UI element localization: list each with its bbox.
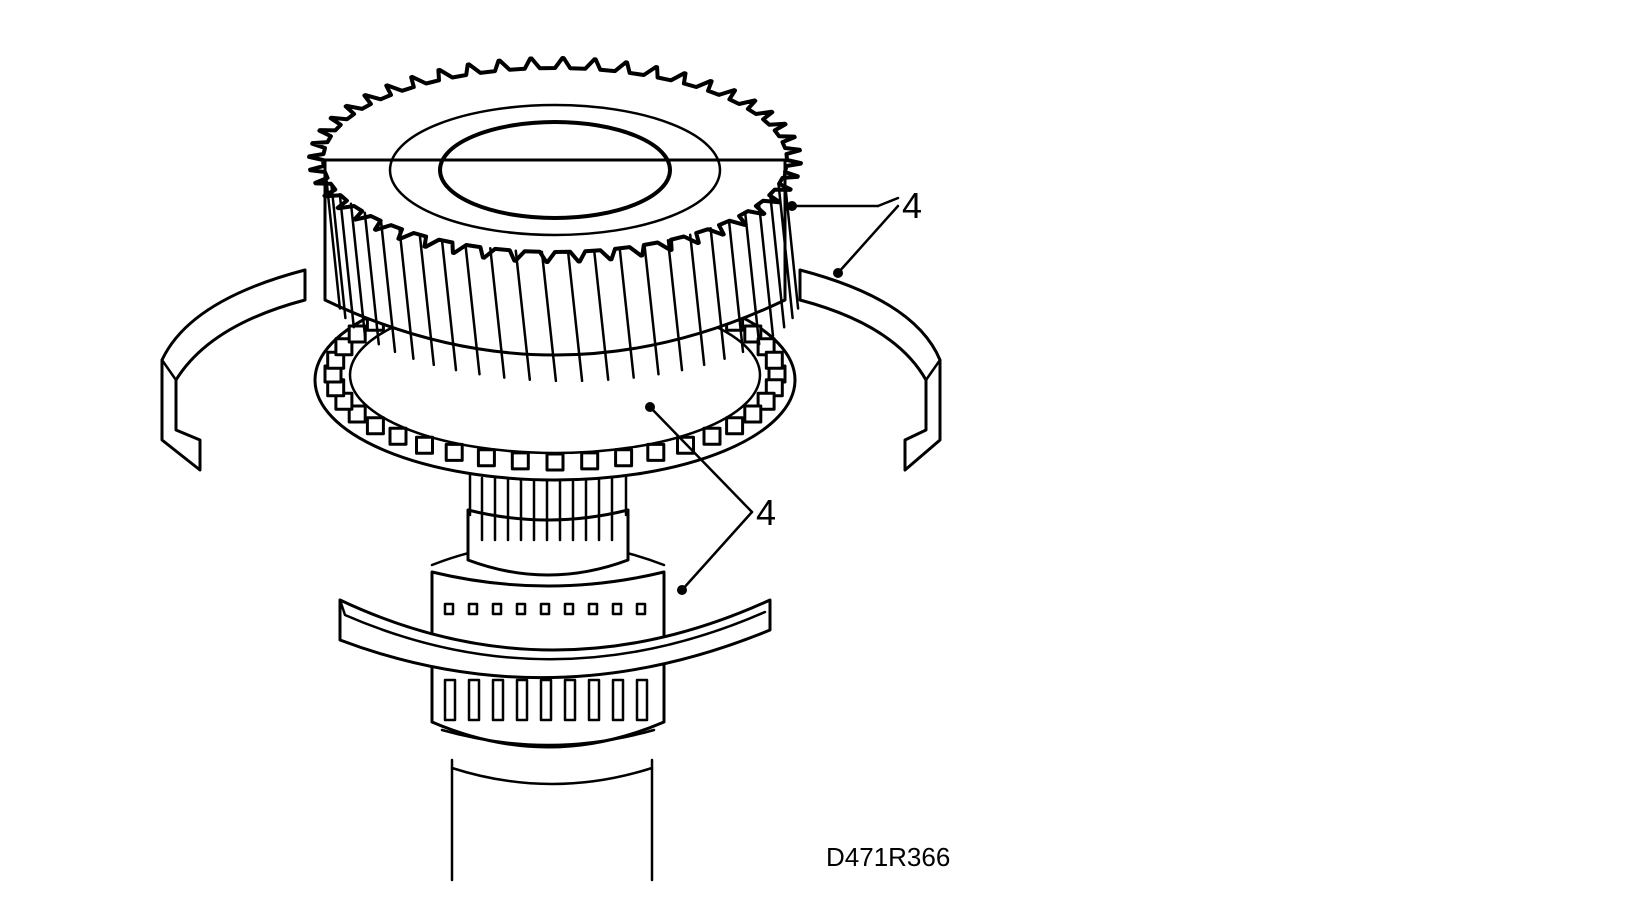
upper-snap-ring-half-left bbox=[160, 268, 307, 472]
bearing-roller-top bbox=[611, 602, 623, 616]
lower-snap-ring bbox=[338, 598, 772, 680]
bearing-roller-top bbox=[515, 602, 527, 616]
gear-tooth-line bbox=[688, 233, 706, 367]
bearing-roller bbox=[611, 678, 625, 722]
sync-tooth bbox=[476, 448, 496, 468]
gear-tooth-line bbox=[757, 202, 775, 338]
bearing-roller bbox=[563, 678, 577, 722]
bearing-roller-top bbox=[587, 602, 599, 616]
bearing-roller bbox=[587, 678, 601, 722]
sync-tooth bbox=[580, 451, 600, 471]
gear-tooth-line bbox=[464, 243, 481, 376]
gear-tooth-line bbox=[398, 226, 415, 361]
gear-tooth-line bbox=[330, 183, 347, 320]
gear-tooth-line bbox=[592, 249, 610, 382]
sync-tooth bbox=[334, 337, 354, 357]
gear-tooth-line bbox=[363, 211, 381, 346]
bearing-roller bbox=[515, 678, 529, 722]
sync-tooth bbox=[743, 404, 763, 424]
gear-tooth-line bbox=[709, 226, 726, 361]
bearing-roller-top bbox=[539, 602, 551, 616]
gear-tooth-line bbox=[768, 193, 786, 329]
gear-tooth-line bbox=[782, 173, 800, 310]
bearing-roller-top bbox=[443, 602, 455, 616]
sync-tooth bbox=[545, 452, 565, 472]
gear-tooth-line bbox=[777, 183, 794, 320]
helical-gear-teeth bbox=[324, 173, 800, 383]
gear-tooth-line bbox=[489, 247, 506, 379]
bearing-roller bbox=[443, 678, 457, 722]
callout-label-lower: 4 bbox=[756, 492, 776, 533]
gear-tooth-line bbox=[440, 239, 458, 372]
figure-code: D471R366 bbox=[826, 842, 950, 872]
gear-tooth-line bbox=[727, 219, 745, 354]
gear-tooth-line bbox=[643, 243, 660, 376]
gear-tooth-line bbox=[514, 249, 532, 382]
bearing-roller bbox=[635, 678, 649, 722]
bearing-roller bbox=[491, 678, 505, 722]
bearing-roller-top bbox=[467, 602, 479, 616]
sync-tooth bbox=[725, 416, 745, 436]
sync-tooth bbox=[444, 442, 464, 462]
callout-label-upper: 4 bbox=[902, 185, 922, 226]
callout-leaders bbox=[645, 196, 900, 595]
sync-tooth bbox=[756, 391, 776, 411]
gear-tooth-line bbox=[324, 173, 342, 310]
gear-tooth-line bbox=[379, 219, 397, 354]
gear-tooth-line bbox=[618, 247, 635, 379]
bearing-rollers bbox=[443, 602, 649, 722]
gear-tooth-line bbox=[566, 250, 584, 383]
bearing-roller bbox=[539, 678, 553, 722]
sync-tooth bbox=[347, 404, 367, 424]
sync-tooth bbox=[614, 448, 634, 468]
gear-tooth-line bbox=[349, 202, 367, 338]
bearing-roller-top bbox=[635, 602, 647, 616]
bearing-roller-top bbox=[563, 602, 575, 616]
output-shaft bbox=[450, 758, 654, 882]
bearing-roller-top bbox=[491, 602, 503, 616]
bearing-roller bbox=[467, 678, 481, 722]
gear-tooth-line bbox=[666, 239, 684, 372]
sync-tooth bbox=[365, 416, 385, 436]
sync-tooth bbox=[764, 350, 784, 370]
upper-snap-ring-half-right bbox=[798, 268, 942, 472]
sync-tooth bbox=[388, 426, 408, 446]
gear-tooth-line bbox=[338, 193, 356, 329]
helical-gear bbox=[307, 56, 803, 383]
sync-tooth bbox=[415, 435, 434, 455]
gear-tooth-line bbox=[418, 233, 436, 367]
gear-tooth-line bbox=[540, 250, 558, 383]
sync-tooth bbox=[510, 451, 530, 471]
hub-splines bbox=[480, 476, 614, 542]
sync-tooth bbox=[646, 442, 666, 462]
sync-tooth bbox=[702, 426, 722, 446]
gear-tooth-line bbox=[743, 211, 761, 346]
sync-tooth bbox=[347, 324, 367, 344]
